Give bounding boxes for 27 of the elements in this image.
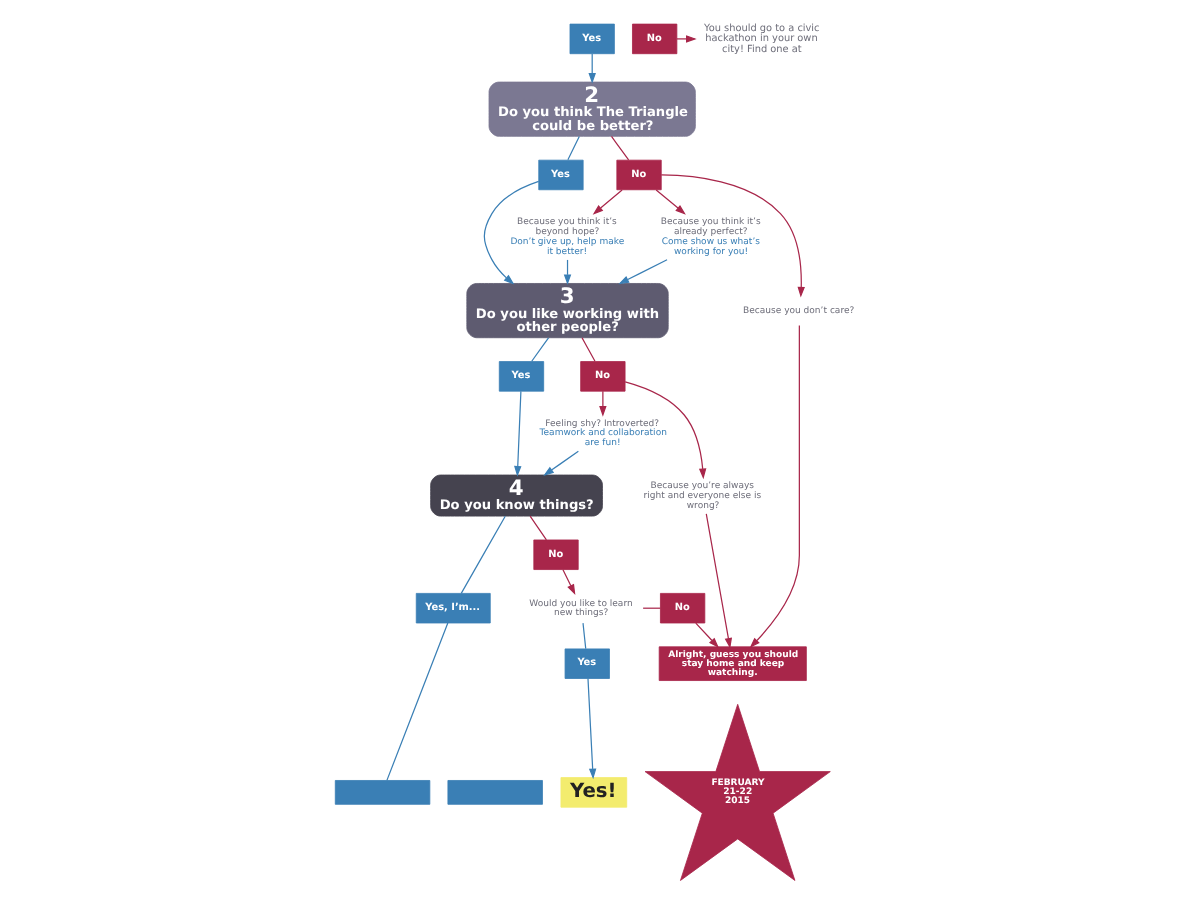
arrow bbox=[483, 180, 540, 285]
connector bbox=[582, 622, 587, 650]
arrow bbox=[543, 450, 579, 476]
connector bbox=[460, 515, 506, 594]
connector bbox=[581, 337, 596, 362]
arrow bbox=[592, 189, 623, 215]
arrow bbox=[514, 390, 522, 477]
arrow bbox=[562, 569, 576, 595]
node-box bbox=[447, 780, 543, 805]
arrow bbox=[618, 259, 668, 285]
arrow bbox=[599, 390, 607, 417]
connector bbox=[610, 135, 630, 161]
arrow bbox=[655, 189, 686, 215]
arrow bbox=[624, 381, 707, 480]
connector bbox=[386, 622, 449, 781]
connector bbox=[529, 515, 547, 541]
connector bbox=[531, 337, 550, 362]
node-box: Yes! bbox=[560, 777, 628, 808]
arrow bbox=[587, 677, 597, 780]
arrow bbox=[749, 324, 800, 648]
arrow bbox=[695, 622, 719, 649]
arrow bbox=[705, 513, 733, 649]
arrow bbox=[676, 35, 697, 43]
arrow bbox=[588, 53, 596, 84]
connector bbox=[567, 135, 580, 161]
arrow bbox=[660, 174, 805, 298]
node-box bbox=[334, 780, 431, 805]
